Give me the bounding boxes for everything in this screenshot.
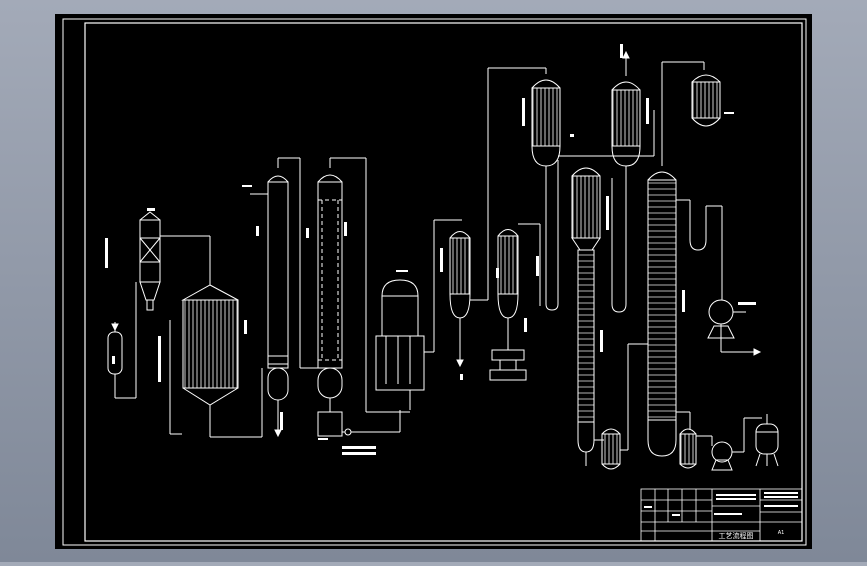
title-block-marks	[644, 492, 798, 516]
column-3[interactable]	[571, 167, 604, 466]
exchanger-b[interactable]	[489, 223, 541, 381]
exchanger-a[interactable]	[449, 67, 546, 368]
transfer-pump[interactable]	[711, 417, 762, 471]
flash-drum[interactable]	[375, 219, 462, 410]
absorption-tower[interactable]	[139, 211, 211, 311]
condenser-2[interactable]	[558, 50, 655, 313]
condenser-1[interactable]	[531, 68, 561, 311]
pump[interactable]	[707, 299, 762, 356]
receiver-vessel[interactable]	[755, 414, 779, 467]
feed-tank[interactable]	[107, 282, 137, 399]
evaporator[interactable]	[169, 284, 263, 438]
sheet-number: A1	[778, 530, 785, 536]
sheet-border-inner	[84, 22, 803, 542]
sheet-border-outer	[62, 18, 807, 546]
title-block[interactable]	[640, 488, 803, 542]
title-block-label: 工艺流程图	[719, 531, 754, 540]
annotation-marks	[105, 44, 756, 455]
column-2[interactable]	[317, 157, 410, 437]
condenser-3[interactable]	[691, 62, 721, 127]
column-1[interactable]	[250, 157, 318, 438]
reboiler-1[interactable]	[601, 343, 648, 470]
process-flow	[107, 50, 779, 471]
column-4[interactable]	[647, 61, 723, 457]
reboiler-2[interactable]	[679, 428, 713, 469]
